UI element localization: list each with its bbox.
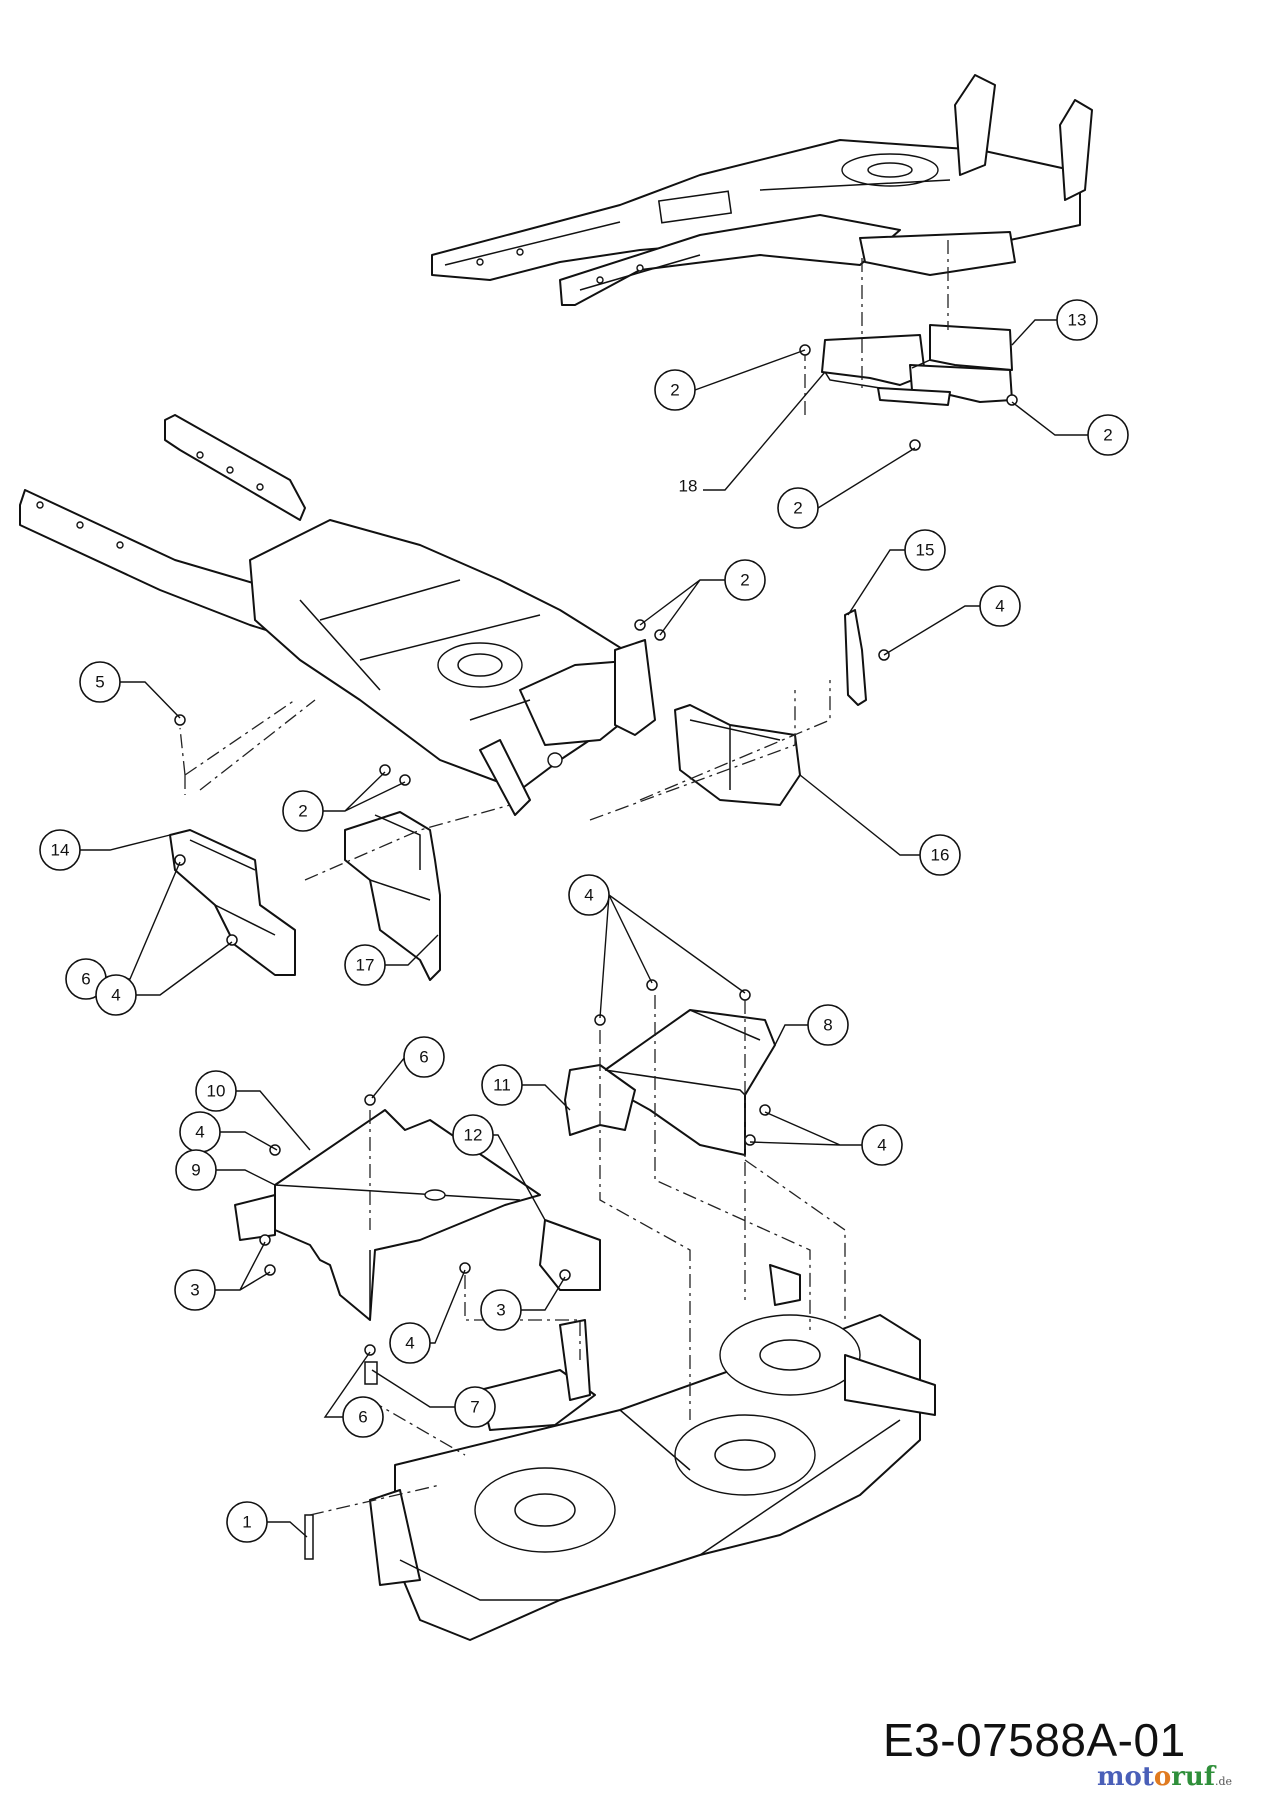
callout-4: 4: [389, 1322, 431, 1364]
callout-15-label: 15: [916, 541, 935, 560]
callout-2-label: 2: [740, 571, 749, 590]
callout-12-label: 12: [464, 1126, 483, 1145]
cover-9-10-12: [234, 1109, 601, 1321]
callout-11-label: 11: [493, 1076, 511, 1095]
callout-2: 2: [282, 790, 324, 832]
callouts: 13 2 2 18 2 2 15 4 5 2 16 14 6 17 4 4 8 …: [39, 299, 1129, 1543]
bracket-16: [674, 704, 801, 806]
brand-tld: .de: [1215, 1775, 1233, 1788]
callout-2-label: 2: [298, 802, 307, 821]
callout-6-label: 6: [358, 1408, 367, 1427]
callout-8: 8: [807, 1004, 849, 1046]
callout-4: 4: [95, 974, 137, 1016]
callout-10: 10: [195, 1070, 237, 1112]
callout-1-label: 1: [242, 1513, 251, 1532]
callout-4-label: 4: [995, 597, 1004, 616]
brand-part-b: o: [1153, 1762, 1172, 1792]
callout-14: 14: [39, 829, 81, 871]
callout-2-label: 2: [670, 381, 679, 400]
callout-4-label: 4: [195, 1123, 204, 1142]
callout-10-label: 10: [207, 1082, 226, 1101]
callout-13-label: 13: [1068, 311, 1087, 330]
callout-18-label: 18: [679, 477, 698, 496]
brand-part-c: ruf: [1171, 1762, 1216, 1792]
callout-4: 4: [979, 585, 1021, 627]
brand-watermark: motoruf.de: [1097, 1762, 1232, 1792]
callout-9: 9: [175, 1149, 217, 1191]
callout-3-label: 3: [190, 1281, 199, 1300]
callout-17-label: 17: [356, 956, 375, 975]
callout-4: 4: [861, 1124, 903, 1166]
callout-17: 17: [344, 944, 386, 986]
callout-2: 2: [724, 559, 766, 601]
callout-9-label: 9: [191, 1161, 200, 1180]
callout-7-label: 7: [470, 1398, 479, 1417]
drawing-code: E3-07588A-01: [883, 1714, 1186, 1766]
callout-2: 2: [777, 487, 819, 529]
callout-5: 5: [79, 661, 121, 703]
callout-4-label: 4: [877, 1136, 886, 1155]
upper-frame-assembly: [431, 74, 1093, 306]
callout-4-label: 4: [584, 886, 593, 905]
callout-4: 4: [568, 874, 610, 916]
callout-2-label: 2: [793, 499, 802, 518]
cover-8-11: [564, 1009, 776, 1156]
callout-7: 7: [454, 1386, 496, 1428]
callout-12: 12: [452, 1114, 494, 1156]
callout-2-label: 2: [1103, 426, 1112, 445]
bracket-14: [169, 829, 296, 976]
callout-6: 6: [403, 1036, 445, 1078]
main-frame-assembly: [19, 414, 656, 816]
callout-18: 18: [679, 477, 698, 496]
callout-11: 11: [481, 1064, 523, 1106]
leader-lines: [80, 319, 1088, 1538]
callout-3-label: 3: [496, 1301, 505, 1320]
callout-15: 15: [904, 529, 946, 571]
callout-16-label: 16: [931, 846, 950, 865]
callout-16: 16: [919, 834, 961, 876]
mower-deck: [369, 1264, 936, 1641]
callout-2: 2: [1087, 414, 1129, 456]
bracket-17: [344, 811, 441, 981]
callout-4: 4: [179, 1111, 221, 1153]
bracket-15: [844, 609, 867, 706]
callout-14-label: 14: [51, 841, 70, 860]
callout-5-label: 5: [95, 673, 104, 692]
fasteners: [174, 344, 1018, 1560]
brand-part-a: mot: [1097, 1762, 1154, 1792]
callout-3: 3: [480, 1289, 522, 1331]
callout-1: 1: [226, 1501, 268, 1543]
callout-13: 13: [1056, 299, 1098, 341]
assembly-guide-lines: [179, 240, 949, 1516]
callout-4-label: 4: [405, 1334, 414, 1353]
callout-2: 2: [654, 369, 696, 411]
callout-6-label: 6: [419, 1048, 428, 1067]
callout-6: 6: [342, 1396, 384, 1438]
bracket-13-18-assembly: [821, 324, 1013, 406]
callout-8-label: 8: [823, 1016, 832, 1035]
callout-3: 3: [174, 1269, 216, 1311]
callout-6-label: 6: [81, 970, 90, 989]
callout-4-label: 4: [111, 986, 120, 1005]
